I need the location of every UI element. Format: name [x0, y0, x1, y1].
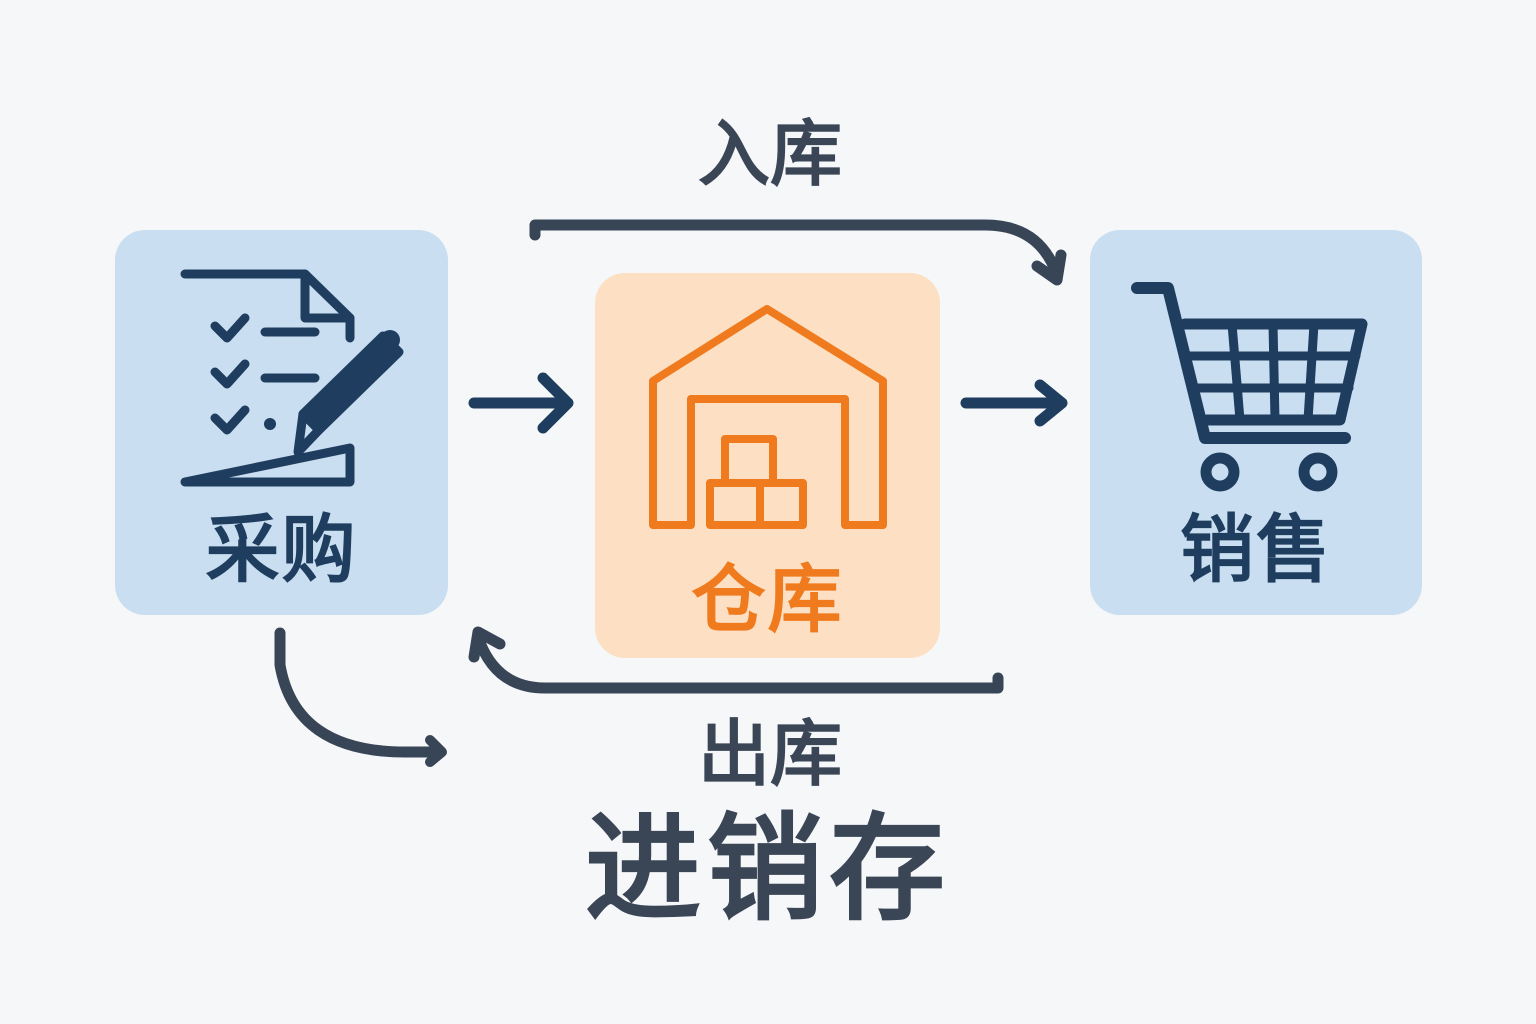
warehouse-boxes-icon: [649, 305, 887, 529]
outbound-arrowhead: [468, 626, 506, 663]
page-title: 进销存: [585, 802, 951, 937]
sales-label: 销售: [1180, 507, 1332, 593]
inbound-arrowhead: [1031, 249, 1067, 286]
purchase-return-arrow: [274, 627, 444, 758]
inbound-label: 入库: [697, 112, 842, 196]
purchase-return-arrowhead: [425, 735, 447, 767]
purchase-label: 采购: [205, 507, 358, 593]
outbound-label: 出库: [697, 712, 842, 796]
warehouse-label: 仓库: [691, 557, 844, 643]
inbound-arrow: [529, 219, 1063, 281]
shopping-cart-icon: [1131, 282, 1368, 492]
purchase-to-warehouse-arrow: [468, 372, 574, 434]
purchase-card: 采购: [115, 230, 448, 615]
sales-card: 销售: [1090, 230, 1422, 615]
outbound-arrow: [472, 631, 1004, 694]
checklist-document-pencil-icon: [180, 269, 404, 487]
warehouse-card: 仓库: [595, 273, 940, 658]
warehouse-to-sales-arrow: [960, 379, 1068, 427]
